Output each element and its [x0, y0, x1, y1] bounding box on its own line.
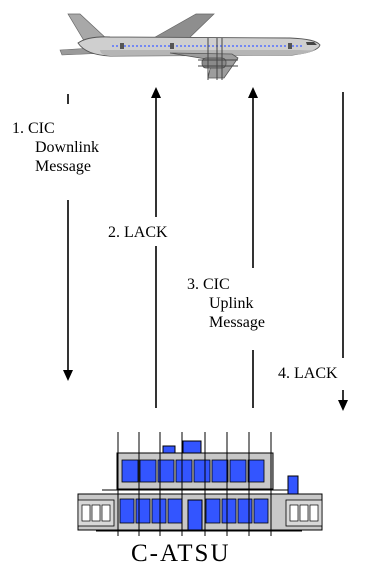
- message-1-label: 1. CIC Downlink Message: [12, 119, 99, 176]
- message-3-line-1: 3. CIC: [187, 276, 230, 293]
- ground-station-label: C-ATSU: [131, 540, 231, 567]
- arrow-1-downlink: [63, 94, 73, 381]
- arrow-4-lack: [338, 92, 348, 411]
- message-1-line-2: Downlink: [35, 139, 99, 156]
- message-3-label: 3. CIC Uplink Message: [187, 275, 265, 332]
- message-2-line-1: 2. LACK: [108, 224, 168, 241]
- message-3-line-2: Uplink: [209, 295, 254, 312]
- message-1-line-3: Message: [35, 158, 91, 175]
- message-1-line-1: 1. CIC: [12, 120, 55, 137]
- arrow-3-uplink: [248, 87, 258, 408]
- message-4-line-1: 4. LACK: [278, 365, 338, 382]
- message-2-label: 2. LACK: [108, 223, 168, 242]
- message-3-line-3: Message: [209, 314, 265, 331]
- message-4-label: 4. LACK: [278, 364, 338, 383]
- building-icon: [77, 432, 323, 536]
- arrow-2-lack: [151, 87, 161, 408]
- airplane-icon: [59, 13, 321, 80]
